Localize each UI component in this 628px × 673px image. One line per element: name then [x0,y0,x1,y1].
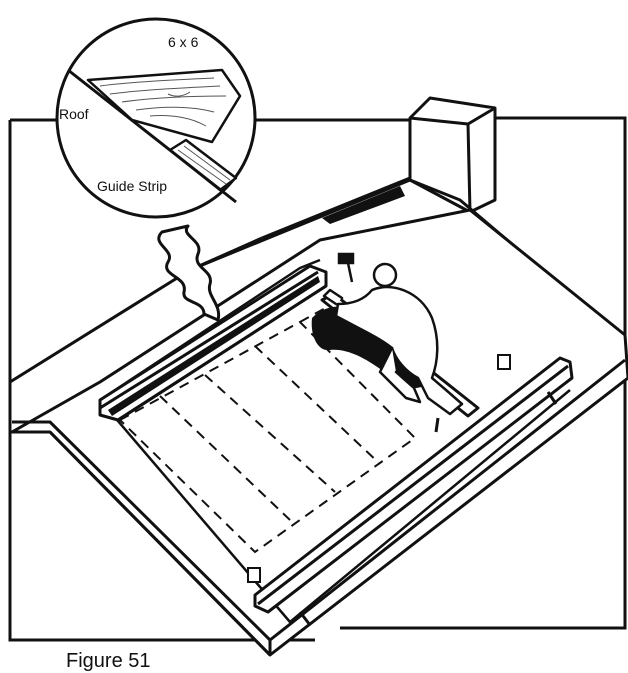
ridge-shadow [322,186,405,224]
rail-block [498,355,510,369]
rail-block-2 [248,568,260,582]
roof-label: Roof [59,106,89,122]
guide-strip-label: Guide Strip [97,178,167,194]
callout-squiggle [159,226,219,320]
chimney [410,98,495,212]
dimension-label: 6 x 6 [168,34,198,50]
figure-caption: Figure 51 [66,650,151,673]
